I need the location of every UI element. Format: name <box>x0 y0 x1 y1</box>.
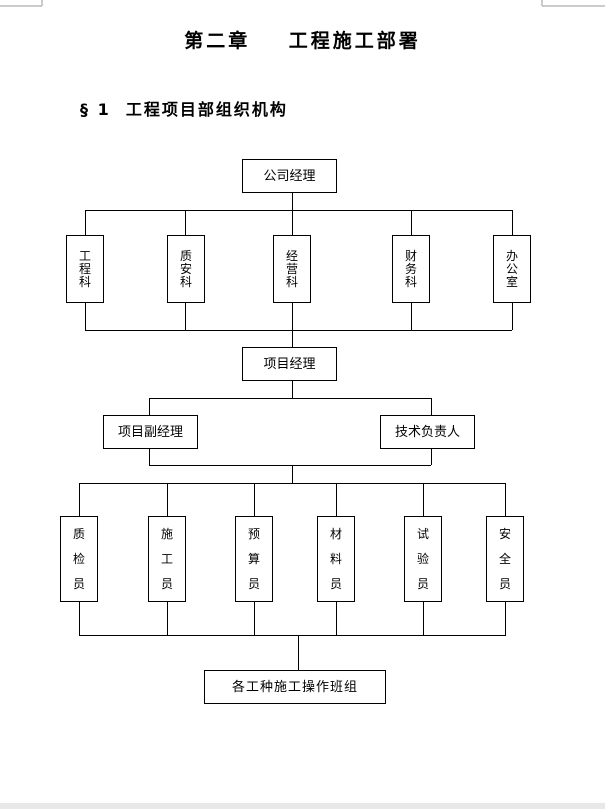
connector-line <box>292 192 293 210</box>
page-bottom-edge <box>0 803 605 809</box>
node-company-manager: 公司经理 <box>242 159 337 193</box>
node-char: 营 <box>285 261 298 276</box>
node-char: 科 <box>404 274 417 289</box>
node-char: 施 <box>160 526 173 541</box>
section-title: § 1 工程项目部组织机构 <box>80 100 288 119</box>
connector-line <box>79 635 506 636</box>
node-department: 工程科 <box>66 235 104 303</box>
node-char: 料 <box>329 551 342 566</box>
node-char: 材 <box>329 526 342 541</box>
node-char: 员 <box>416 576 429 591</box>
node-work-teams: 各工种施工操作班组 <box>204 670 386 704</box>
node-char: 员 <box>329 576 342 591</box>
node-staff: 施工员 <box>148 516 186 602</box>
node-char: 算 <box>247 551 260 566</box>
connector-line <box>292 381 293 398</box>
node-char: 检 <box>72 551 85 566</box>
node-staff: 预算员 <box>235 516 273 602</box>
node-char: 预 <box>247 526 260 541</box>
node-char: 工 <box>160 551 173 566</box>
node-char: 全 <box>498 551 511 566</box>
connector-line <box>292 465 293 483</box>
node-department: 经营科 <box>273 235 311 303</box>
node-char: 员 <box>160 576 173 591</box>
connector-line <box>85 330 512 331</box>
node-char: 安 <box>498 526 511 541</box>
node-char: 安 <box>179 261 192 276</box>
connector-line <box>298 635 299 670</box>
node-char: 室 <box>505 274 518 289</box>
node-department: 办公室 <box>493 235 531 303</box>
node-staff: 安全员 <box>486 516 524 602</box>
connector-line <box>85 210 512 211</box>
node-char: 科 <box>285 274 298 289</box>
node-char: 试 <box>416 526 429 541</box>
connector-line <box>149 465 431 466</box>
node-char: 务 <box>404 261 417 276</box>
node-char: 财 <box>404 248 417 263</box>
node-label: 技术负责人 <box>394 424 460 440</box>
connector-line <box>149 398 431 399</box>
node-label: 项目副经理 <box>117 424 183 440</box>
node-char: 质 <box>179 248 192 263</box>
chapter-title: 第二章 工程施工部署 <box>184 30 421 52</box>
node-char: 办 <box>505 248 518 263</box>
node-label: 各工种施工操作班组 <box>231 679 358 695</box>
node-char: 质 <box>72 526 85 541</box>
node-char: 公 <box>505 261 518 276</box>
node-staff: 质检员 <box>60 516 98 602</box>
node-technical-lead: 技术负责人 <box>380 415 475 449</box>
node-char: 经 <box>285 248 298 263</box>
node-staff: 试验员 <box>404 516 442 602</box>
node-staff: 材料员 <box>317 516 355 602</box>
node-label: 公司经理 <box>263 168 316 184</box>
connector-line <box>79 483 506 484</box>
page-corner-mark-right <box>541 0 605 7</box>
node-char: 验 <box>416 551 429 566</box>
node-deputy-manager: 项目副经理 <box>103 415 198 449</box>
node-char: 程 <box>78 261 91 276</box>
page-corner-mark-left <box>0 0 43 7</box>
node-char: 科 <box>179 274 192 289</box>
node-department: 质安科 <box>167 235 205 303</box>
node-label: 项目经理 <box>263 356 316 372</box>
node-char: 员 <box>498 576 511 591</box>
node-department: 财务科 <box>392 235 430 303</box>
node-char: 科 <box>78 274 91 289</box>
node-char: 工 <box>78 248 91 263</box>
node-char: 员 <box>72 576 85 591</box>
node-project-manager: 项目经理 <box>242 347 337 381</box>
node-char: 员 <box>247 576 260 591</box>
